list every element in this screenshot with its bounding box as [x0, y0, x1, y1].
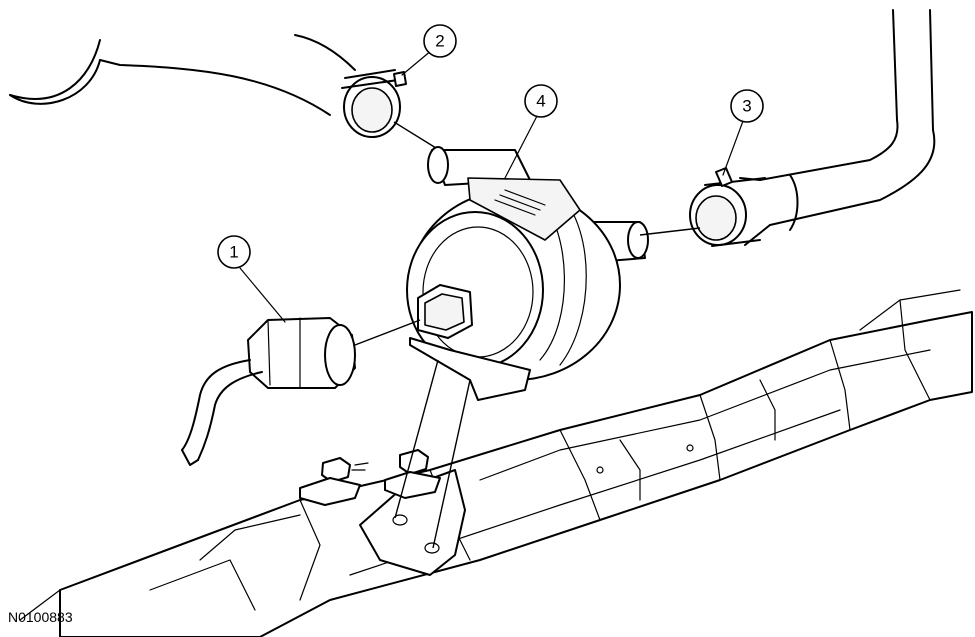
- callout-4-label: 4: [536, 92, 545, 111]
- callout-leaders: [239, 49, 744, 323]
- callout-4: 4: [524, 84, 558, 118]
- alignment-lines: [354, 121, 701, 549]
- frame-rail: [19, 289, 973, 637]
- electrical-connector: [181, 317, 356, 466]
- callout-2: 2: [423, 24, 457, 58]
- coolant-pump: [406, 146, 649, 401]
- hose-left: [9, 34, 407, 138]
- callout-3: 3: [730, 89, 764, 123]
- callout-1-label: 1: [229, 243, 238, 262]
- callout-2-label: 2: [435, 32, 444, 51]
- hose-right: [689, 9, 936, 247]
- figure-id: N0100883: [8, 609, 73, 625]
- callout-3-label: 3: [742, 97, 751, 116]
- frame-bolts: [299, 449, 441, 506]
- callout-1: 1: [217, 235, 251, 269]
